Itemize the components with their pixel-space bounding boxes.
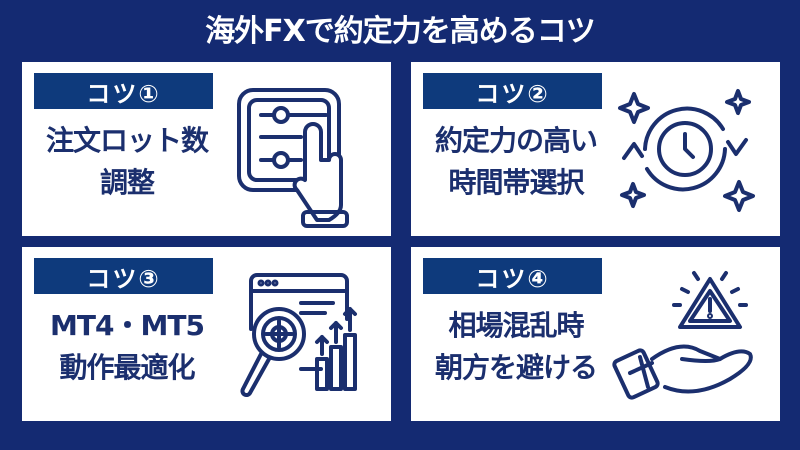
tip-label: コツ② — [423, 73, 602, 109]
tip-text: 相場混乱時 朝方を避ける — [411, 305, 621, 389]
tip-text-line: 相場混乱時 — [448, 309, 584, 342]
tip-text: MT4・MT5 動作最適化 — [22, 305, 232, 389]
tip-label: コツ③ — [34, 258, 213, 294]
analytics-search-icon — [221, 259, 371, 409]
tip-label: コツ① — [34, 73, 213, 109]
clock-cycle-icon — [610, 74, 760, 224]
tip-card-3: コツ③ MT4・MT5 動作最適化 — [22, 247, 391, 421]
tip-text-line: 約定力の高い — [434, 124, 598, 157]
tip-text-line: 注文ロット数 — [45, 124, 209, 157]
slider-touch-icon — [221, 80, 371, 230]
hand-warning-icon — [610, 259, 760, 409]
tip-text-line: MT4・MT5 — [50, 309, 205, 342]
tip-card-4: コツ④ 相場混乱時 朝方を避ける — [411, 247, 780, 421]
tip-text-line: 調整 — [99, 166, 155, 199]
tip-text: 注文ロット数 調整 — [22, 120, 232, 204]
tip-card-1: コツ① 注文ロット数 調整 — [22, 62, 391, 236]
page-title: 海外FXで約定力を高めるコツ — [205, 14, 596, 49]
tip-text: 約定力の高い 時間帯選択 — [411, 120, 621, 204]
tip-label: コツ④ — [423, 258, 602, 294]
tip-text-line: 動作最適化 — [59, 351, 195, 384]
tip-text-line: 時間帯選択 — [448, 166, 584, 199]
tip-text-line: 朝方を避ける — [434, 351, 598, 384]
tip-card-2: コツ② 約定力の高い 時間帯選択 — [411, 62, 780, 236]
